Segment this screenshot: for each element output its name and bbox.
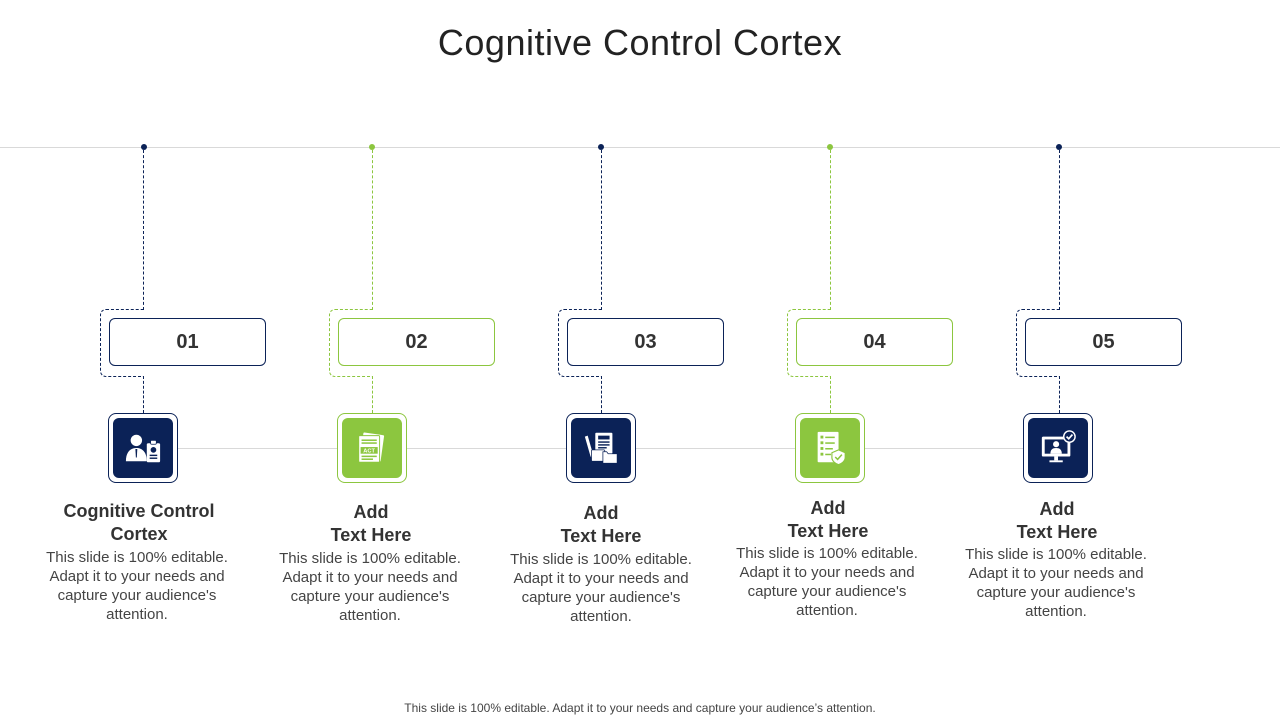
step-2-bracket — [329, 309, 373, 377]
step-3-number-box: 03 — [567, 318, 724, 366]
monitor-user-check-icon — [1028, 418, 1088, 478]
svg-text:ACT: ACT — [363, 449, 375, 455]
step-2-number-box: 02 — [338, 318, 495, 366]
step-3-description: This slide is 100% editable. Adapt it to… — [510, 551, 692, 625]
step-4-heading: Add Text Here — [733, 497, 923, 543]
step-5-connector-top — [1059, 150, 1060, 310]
step-1-heading: Cognitive Control Cortex — [44, 500, 234, 546]
step-4-dot — [827, 144, 833, 150]
step-2-connector-bottom — [372, 376, 373, 413]
step-1-heading-line-1: Cognitive Control — [63, 501, 215, 521]
step-4-heading-line-1: Add — [810, 498, 846, 518]
step-3-heading-line-1: Add — [583, 503, 619, 523]
step-1-dot — [141, 144, 147, 150]
step-5-icon-frame — [1023, 413, 1093, 483]
step-5-heading-line-2: Text Here — [1016, 522, 1098, 542]
step-3-heading-line-2: Text Here — [560, 526, 642, 546]
step-1-connector-top — [143, 150, 144, 310]
step-5-dot — [1056, 144, 1062, 150]
act-document-icon: ACT — [342, 418, 402, 478]
step-3-heading: Add Text Here — [506, 502, 696, 548]
step-1-connector-bottom — [143, 376, 144, 413]
step-5-bracket — [1016, 309, 1060, 377]
step-4-bracket — [787, 309, 831, 377]
step-2-description: This slide is 100% editable. Adapt it to… — [279, 550, 461, 624]
step-4-heading-line-2: Text Here — [787, 521, 869, 541]
step-1-heading-line-2: Cortex — [110, 524, 168, 544]
slide-title: Cognitive Control Cortex — [437, 22, 843, 63]
step-2-connector-top — [372, 150, 373, 310]
step-1-number-box: 01 — [109, 318, 266, 366]
step-5-connector-bottom — [1059, 376, 1060, 413]
step-2-dot — [369, 144, 375, 150]
step-3-bracket — [558, 309, 602, 377]
documents-folder-icon — [571, 418, 631, 478]
step-3-dot — [598, 144, 604, 150]
step-4-number-box: 04 — [796, 318, 953, 366]
step-1-description: This slide is 100% editable. Adapt it to… — [46, 549, 228, 623]
step-1-bracket — [100, 309, 144, 377]
step-4-connector-bottom — [830, 376, 831, 413]
businessman-badge-icon — [113, 418, 173, 478]
step-5-heading-line-1: Add — [1039, 499, 1075, 519]
step-2-heading-line-2: Text Here — [330, 525, 412, 545]
step-5-description: This slide is 100% editable. Adapt it to… — [965, 546, 1147, 620]
checklist-shield-icon — [800, 418, 860, 478]
step-1-icon-frame — [108, 413, 178, 483]
step-5-number-box: 05 — [1025, 318, 1182, 366]
step-5-heading: Add Text Here — [962, 498, 1152, 544]
step-3-connector-top — [601, 150, 602, 310]
footer-note: This slide is 100% editable. Adapt it to… — [404, 701, 876, 715]
top-divider-line — [0, 147, 1280, 148]
step-4-connector-top — [830, 150, 831, 310]
step-2-icon-frame: ACT — [337, 413, 407, 483]
step-3-connector-bottom — [601, 376, 602, 413]
step-3-icon-frame — [566, 413, 636, 483]
step-2-heading-line-1: Add — [353, 502, 389, 522]
step-4-description: This slide is 100% editable. Adapt it to… — [736, 545, 918, 619]
step-4-icon-frame — [795, 413, 865, 483]
step-2-heading: Add Text Here — [276, 501, 466, 547]
